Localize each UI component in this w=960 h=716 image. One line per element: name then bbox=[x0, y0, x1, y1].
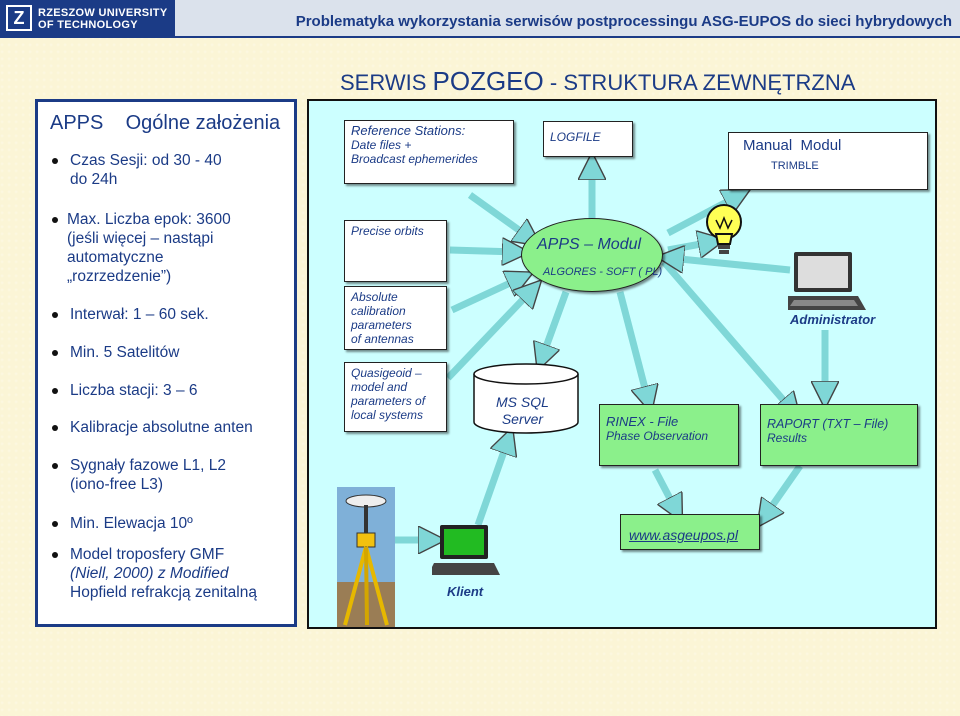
box-line: RAPORT (TXT – File) bbox=[767, 417, 889, 431]
manual-modul-sub: TRIMBLE bbox=[771, 160, 819, 172]
header-title: Problematyka wykorzystania serwisów post… bbox=[295, 13, 952, 30]
bullet-max-epochs: Max. Liczba epok: 3600 (jeśli więcej – n… bbox=[52, 210, 231, 286]
arrow-apps-to-raport bbox=[661, 259, 792, 410]
bullet-session-time: Czas Sesji: od 30 - 40 do 24h bbox=[52, 151, 222, 189]
box-line: calibration bbox=[351, 304, 406, 318]
logfile-box: LOGFILE bbox=[543, 121, 633, 157]
raport-box: RAPORT (TXT – File) Results bbox=[760, 404, 918, 466]
bullet-line: Min. 5 Satelitów bbox=[70, 344, 180, 361]
apps-modul-sub: ALGORES - SOFT ( PL) bbox=[543, 266, 663, 278]
lightbulb-icon bbox=[706, 204, 742, 254]
www-link[interactable]: www.asgeupos.pl bbox=[629, 527, 738, 543]
box-line: parameters bbox=[351, 318, 412, 332]
bullet-troposphere: Model troposfery GMF (Niell, 2000) z Mod… bbox=[52, 545, 257, 602]
bullet-line: Max. Liczba epok: 3600 bbox=[67, 211, 231, 228]
arrow-raport-to-www bbox=[765, 463, 803, 516]
reference-stations-box: Reference Stations: Date files + Broadca… bbox=[344, 120, 514, 184]
box-line: Phase Observation bbox=[606, 429, 709, 443]
arrow-klient-to-sql bbox=[474, 440, 508, 527]
precise-orbits-box: Precise orbits bbox=[344, 220, 447, 282]
box-line: local systems bbox=[351, 408, 424, 422]
database-cylinder-icon bbox=[473, 363, 579, 434]
logo-line-1: RZESZOW UNIVERSITY bbox=[38, 7, 168, 19]
bullet-interval: Interwał: 1 – 60 sek. bbox=[52, 305, 209, 324]
box-line: Date files + bbox=[351, 138, 412, 152]
logo-text: RZESZOW UNIVERSITY OF TECHNOLOGY bbox=[38, 7, 167, 31]
box-line: Quasigeoid – bbox=[351, 366, 422, 380]
bullet-line: Hopfield refrakcją zenitalną bbox=[70, 584, 257, 601]
apps-modul-title: APPS – Modul bbox=[537, 236, 642, 253]
bullet-min-satellites: Min. 5 Satelitów bbox=[51, 343, 180, 362]
box-line: Broadcast ephemerides bbox=[351, 152, 478, 166]
apps-modul-ellipse bbox=[521, 218, 663, 292]
arrow-refstations-to-apps bbox=[467, 192, 530, 238]
main-title-part-2: POZGEO bbox=[432, 66, 544, 96]
arrow-rinex-to-www bbox=[651, 468, 676, 510]
slide-header: Z RZESZOW UNIVERSITY OF TECHNOLOGY Probl… bbox=[0, 0, 960, 38]
bullet-stations: Liczba stacji: 3 – 6 bbox=[52, 381, 198, 400]
laptop-icon bbox=[788, 252, 866, 310]
university-logo: Z RZESZOW UNIVERSITY OF TECHNOLOGY bbox=[0, 0, 175, 38]
antenna-tripod-icon bbox=[337, 487, 395, 627]
logfile-label: LOGFILE bbox=[550, 130, 601, 144]
box-line: of antennas bbox=[351, 332, 414, 346]
main-title-part-1: SERWIS bbox=[340, 70, 433, 95]
administrator-label: Administrator bbox=[790, 312, 876, 327]
manual-modul-label: Manual Modul bbox=[743, 137, 842, 154]
main-title-part-3: - STRUKTURA ZEWNĘTRZNA bbox=[543, 70, 856, 95]
arrow-apps-to-manual bbox=[666, 196, 738, 237]
bullet-line: Sygnały fazowe L1, L2 bbox=[70, 457, 226, 474]
client-laptop-icon bbox=[432, 525, 500, 575]
manual-modul-box: Manual Modul TRIMBLE bbox=[728, 132, 928, 190]
assumptions-title: APPS Ogólne założenia bbox=[50, 112, 281, 134]
arrow-apps-to-sql bbox=[542, 290, 570, 358]
klient-label: Klient bbox=[447, 584, 484, 599]
bullet-line: Kalibracje absolutne anten bbox=[70, 419, 253, 436]
precise-orbits-label: Precise orbits bbox=[351, 224, 424, 238]
bullet-line: Czas Sesji: od 30 - 40 bbox=[70, 152, 222, 169]
bullet-line: (jeśli więcej – nastąpi bbox=[67, 230, 214, 247]
bullet-line: Interwał: 1 – 60 sek. bbox=[70, 306, 209, 323]
bullet-line: do 24h bbox=[70, 171, 118, 188]
bullet-calibration: Kalibracje absolutne anten bbox=[52, 418, 253, 437]
assumptions-panel bbox=[35, 99, 297, 627]
arrow-apps-to-rinex bbox=[616, 291, 648, 400]
box-line: model and bbox=[351, 380, 408, 394]
logo-line-2: OF TECHNOLOGY bbox=[38, 19, 138, 31]
box-line: Reference Stations: bbox=[351, 123, 466, 138]
box-line: Server bbox=[501, 411, 544, 427]
bullet-line: automatyczne bbox=[67, 249, 164, 266]
bullet-line: (Niell, 2000) z Modified bbox=[70, 565, 229, 582]
box-line: RINEX - File bbox=[606, 414, 679, 429]
logo-mark: Z bbox=[6, 5, 32, 31]
arrow-absolute-to-apps bbox=[450, 278, 521, 314]
box-line: parameters of bbox=[351, 394, 426, 408]
quasigeoid-box: Quasigeoid – model and parameters of loc… bbox=[344, 362, 447, 432]
bullet-line: (iono-free L3) bbox=[70, 476, 164, 493]
rinex-file-box: RINEX - File Phase Observation bbox=[599, 404, 739, 466]
box-line: MS SQL bbox=[496, 394, 549, 410]
bullet-line: Model troposfery GMF bbox=[70, 546, 225, 563]
ms-sql-server-label: MS SQL Server bbox=[496, 394, 549, 428]
bullet-line: „rozrzedzenie”) bbox=[67, 268, 172, 285]
arrow-precise-to-apps bbox=[449, 250, 516, 252]
arrow-laptop-to-apps bbox=[670, 258, 791, 274]
bullet-signals: Sygnały fazowe L1, L2 (iono-free L3) bbox=[52, 456, 226, 494]
box-line: Absolute bbox=[351, 290, 398, 304]
www-box bbox=[620, 514, 760, 550]
absolute-calibration-box: Absolute calibration parameters of anten… bbox=[344, 286, 447, 350]
main-title: SERWIS POZGEO - STRUKTURA ZEWNĘTRZNA bbox=[340, 66, 855, 97]
bullet-elevation: Min. Elewacja 10º bbox=[52, 514, 193, 533]
arrow-quasigeoid-to-apps bbox=[445, 290, 532, 381]
box-line: Results bbox=[767, 431, 808, 445]
bullet-line: Liczba stacji: 3 – 6 bbox=[70, 382, 198, 399]
bullet-line: Min. Elewacja 10º bbox=[70, 515, 193, 532]
